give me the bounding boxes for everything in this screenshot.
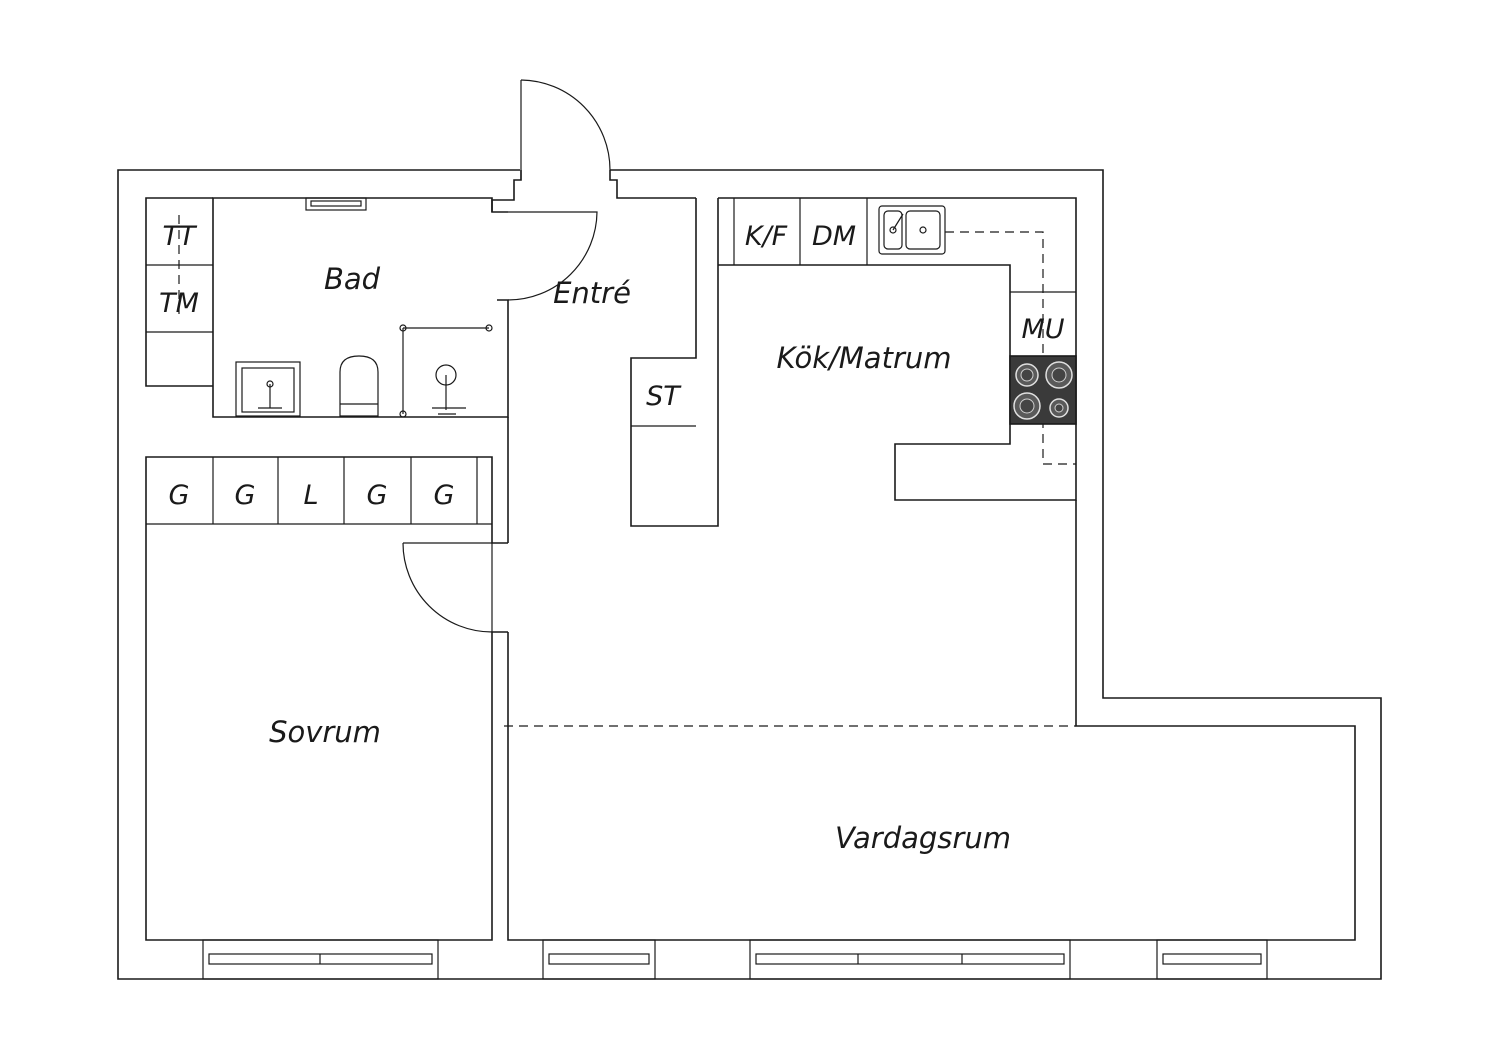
- bathroom: TT TM Bad: [145, 197, 598, 418]
- window: [542, 939, 656, 980]
- mu-label: MU: [1021, 314, 1064, 345]
- window: [202, 939, 439, 980]
- windows: [202, 939, 1268, 980]
- wardrobe-label: G: [235, 480, 256, 511]
- toilet-icon: [339, 355, 379, 417]
- room-label-kok: Kök/Matrum: [776, 341, 951, 375]
- kitchen: K/F DM MU Kök/Matrum: [718, 197, 1077, 501]
- room-label-vardagsrum: Vardagsrum: [835, 821, 1011, 855]
- window: [749, 939, 1071, 980]
- wardrobe-label: G: [367, 480, 388, 511]
- wardrobe-label: G: [434, 480, 455, 511]
- dm-label: DM: [812, 221, 856, 252]
- stove-icon: [1009, 355, 1077, 425]
- shower-icon: [399, 324, 493, 418]
- kf-label: K/F: [745, 221, 788, 252]
- living-room: Vardagsrum: [504, 500, 1356, 941]
- entrance-hall: ST Entré: [507, 198, 719, 543]
- entrance-door: [520, 79, 611, 180]
- room-label-bad: Bad: [324, 262, 381, 296]
- room-label-sovrum: Sovrum: [269, 715, 381, 749]
- washbasin-icon: [235, 361, 301, 417]
- tt-label: TT: [163, 221, 198, 252]
- wardrobe-row: G G L G G: [145, 456, 508, 941]
- tm-label: TM: [159, 288, 199, 319]
- outer-walls: [117, 169, 1382, 980]
- st-label: ST: [646, 381, 682, 412]
- sink-icon: [878, 205, 946, 255]
- bedroom: Sovrum: [269, 542, 493, 749]
- room-label-entre: Entré: [553, 276, 631, 310]
- wardrobe-label: L: [303, 480, 318, 511]
- wardrobe-label: G: [169, 480, 190, 511]
- window: [1156, 939, 1268, 980]
